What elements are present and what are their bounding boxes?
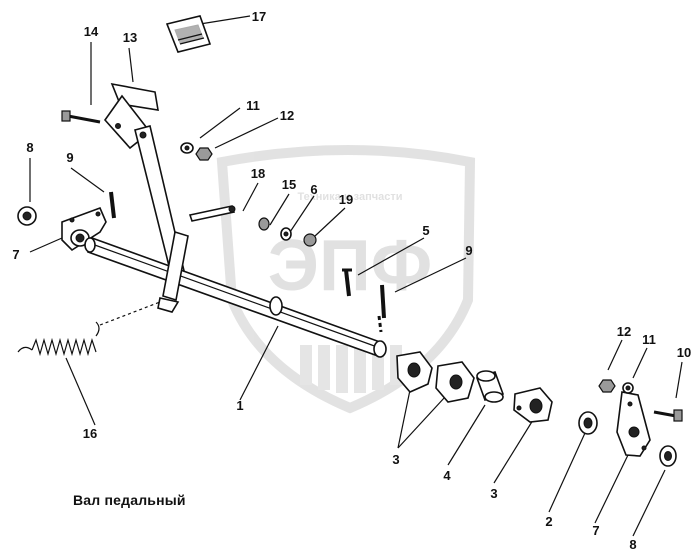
callout-2: 2 <box>545 514 552 529</box>
leader-lines <box>29 15 683 537</box>
washer-8-left <box>17 206 37 226</box>
washer-15 <box>258 217 270 231</box>
pin-5 <box>342 268 352 297</box>
callout-9-left: 9 <box>66 150 73 165</box>
callout-17: 17 <box>252 9 266 24</box>
nut-12-right <box>598 379 616 393</box>
spring-16 <box>17 301 161 357</box>
bolt-10 <box>653 409 683 422</box>
nut-19 <box>303 233 317 247</box>
shaft-pin <box>377 315 383 333</box>
callout-14: 14 <box>84 24 99 39</box>
callout-10: 10 <box>677 345 691 360</box>
callout-4: 4 <box>443 468 451 483</box>
bolt-14 <box>61 110 101 124</box>
callout-13: 13 <box>123 30 137 45</box>
callout-9-right: 9 <box>465 243 472 258</box>
washer-6 <box>280 227 292 241</box>
callout-8-right: 8 <box>629 537 636 552</box>
callout-11-upper: 11 <box>246 98 260 113</box>
callout-6: 6 <box>310 182 317 197</box>
nut-12-upper <box>195 147 213 161</box>
diagram-caption: Вал педальный <box>73 492 186 508</box>
watermark-top-text: Техника и запчасти <box>297 191 402 203</box>
pedal-pad-17 <box>165 15 212 53</box>
callout-7-left: 7 <box>12 247 19 262</box>
callout-12-right: 12 <box>617 324 631 339</box>
bushing-4 <box>475 370 505 403</box>
callout-12-upper: 12 <box>280 108 294 123</box>
callout-15: 15 <box>282 177 296 192</box>
callout-18: 18 <box>251 166 265 181</box>
callout-3-a: 3 <box>392 452 399 467</box>
pin-9-left <box>109 191 116 219</box>
callout-11-right: 11 <box>642 332 656 347</box>
callout-19: 19 <box>339 192 353 207</box>
pedal-13 <box>103 82 186 279</box>
plate-7-right <box>616 391 651 457</box>
bracket-3-c <box>513 387 553 423</box>
callout-3-b: 3 <box>490 486 497 501</box>
washer-8-right <box>659 445 677 467</box>
callout-16: 16 <box>83 426 97 441</box>
callout-numbers: 14 13 17 11 12 8 9 7 18 15 6 19 5 9 1 16… <box>12 9 691 552</box>
washer-11-upper <box>180 142 194 154</box>
rod-18 <box>188 205 236 222</box>
bracket-7-left <box>61 206 107 252</box>
washer-11-right <box>622 382 634 394</box>
bracket-3-a <box>396 351 433 393</box>
callout-5: 5 <box>422 223 429 238</box>
bracket-3-b <box>435 361 475 403</box>
watermark-shield <box>216 145 476 414</box>
pedal-shaft-1 <box>84 230 387 358</box>
callout-8-left: 8 <box>26 140 33 155</box>
callout-1: 1 <box>236 398 243 413</box>
callout-7-right: 7 <box>592 523 599 538</box>
washer-2 <box>578 411 598 435</box>
pin-9-right <box>380 284 386 319</box>
